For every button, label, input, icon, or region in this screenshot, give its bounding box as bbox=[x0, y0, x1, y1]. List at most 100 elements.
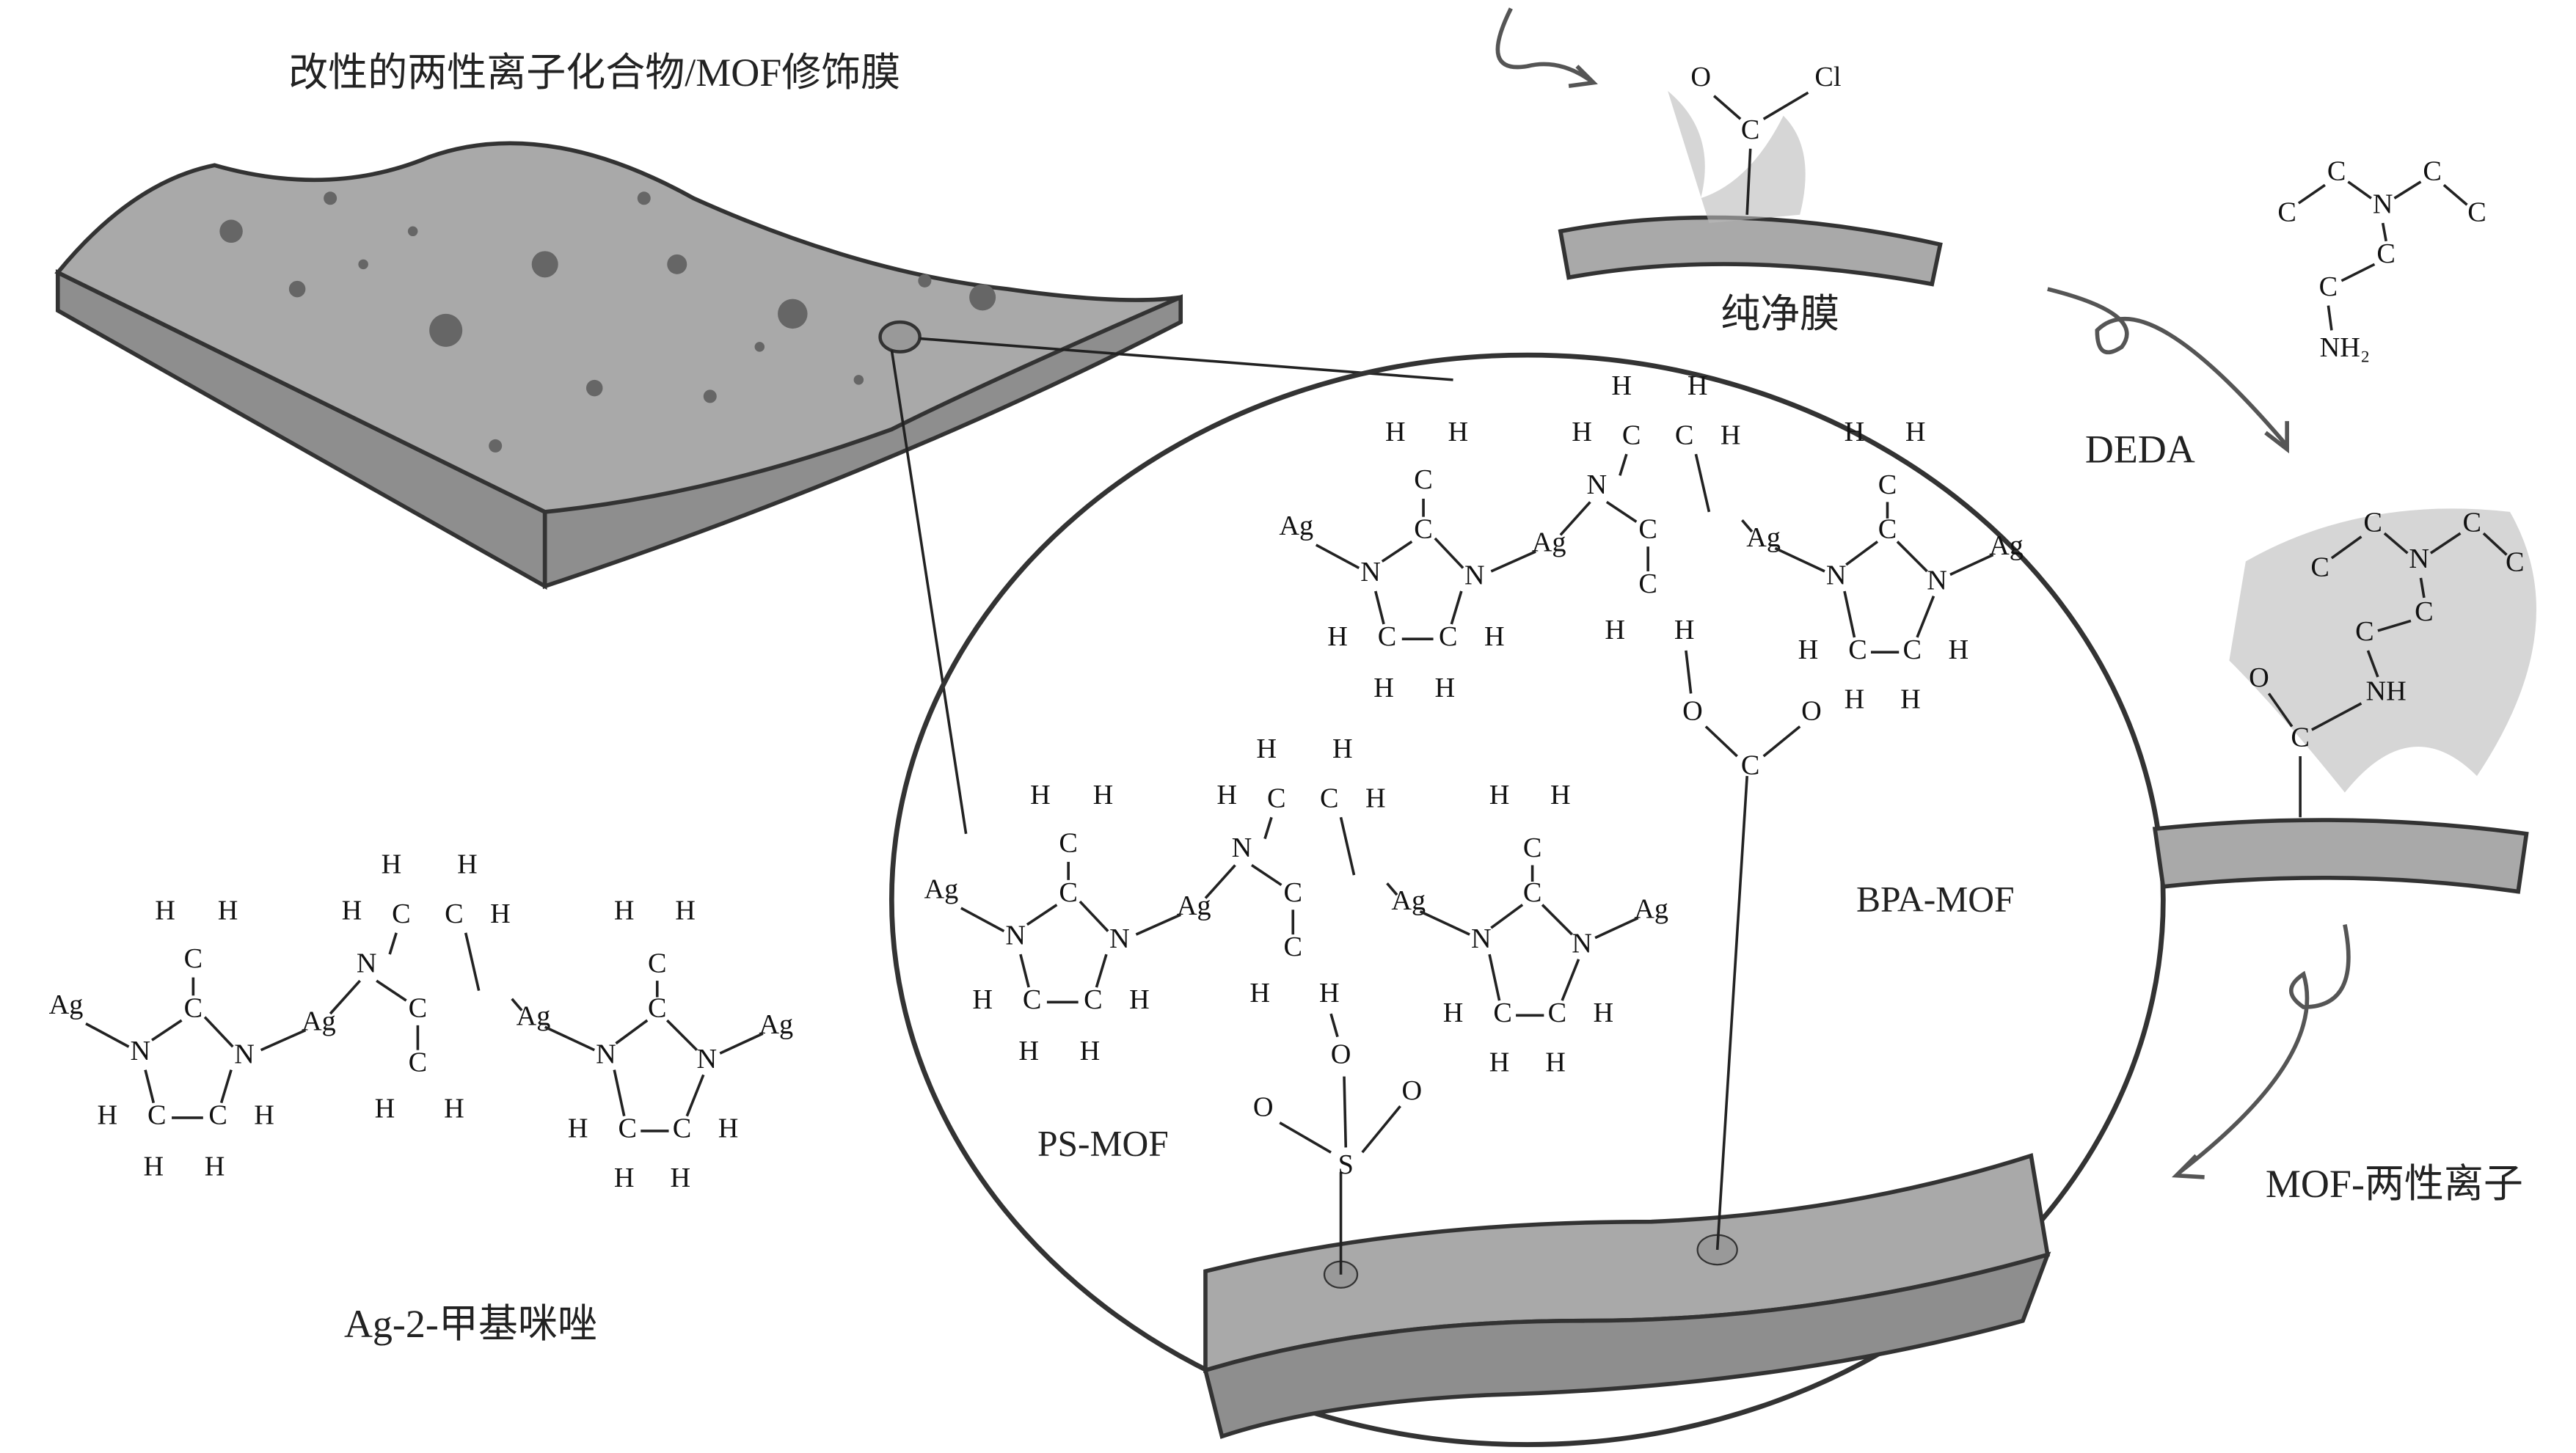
bond bbox=[613, 1069, 626, 1117]
bond bbox=[2297, 183, 2326, 205]
pristine-membrane-illustration bbox=[1558, 91, 1943, 287]
atom-c: C bbox=[184, 992, 203, 1023]
bond bbox=[1419, 910, 1470, 936]
atom-o: O bbox=[1253, 1091, 1274, 1122]
bond bbox=[1541, 904, 1573, 936]
atom-c: C bbox=[2506, 547, 2525, 578]
bond bbox=[1315, 543, 1360, 570]
atom-h: H bbox=[375, 1094, 395, 1124]
deda-label: DEDA bbox=[2085, 427, 2195, 471]
atom-nh: NH bbox=[2366, 676, 2407, 706]
atom-h: H bbox=[1594, 998, 1614, 1028]
magnified-view-circle bbox=[889, 352, 2166, 1447]
bond bbox=[260, 1028, 307, 1052]
atom-h: H bbox=[1443, 998, 1464, 1028]
ps-mof-label: PS-MOF bbox=[1037, 1124, 1169, 1164]
atom-h: H bbox=[1080, 1036, 1101, 1066]
atom-h: H bbox=[1373, 673, 1394, 703]
bond bbox=[2377, 619, 2412, 632]
bond bbox=[1019, 954, 1030, 988]
atom-o: O bbox=[2249, 662, 2269, 693]
pore-dot bbox=[358, 259, 368, 270]
bond bbox=[960, 907, 1005, 933]
atom-c: C bbox=[2277, 197, 2296, 228]
atom-c: C bbox=[1084, 984, 1103, 1015]
modified-membrane-label: 改性的两性离子化合物/MOF修饰膜 bbox=[288, 51, 900, 95]
bond bbox=[1916, 596, 1935, 638]
bond bbox=[665, 1019, 698, 1051]
bond bbox=[329, 979, 361, 1015]
atom-s: S bbox=[1338, 1149, 1354, 1180]
atom-c: C bbox=[1638, 568, 1657, 599]
atom-n: N bbox=[1587, 469, 1608, 500]
atom-c: C bbox=[1493, 998, 1512, 1028]
bond bbox=[2419, 577, 2426, 599]
bond bbox=[1845, 540, 1879, 566]
atom-ag: Ag bbox=[1989, 530, 2024, 561]
atom-h: H bbox=[1572, 417, 1592, 447]
bond bbox=[85, 1022, 130, 1048]
atom-n: N bbox=[1232, 832, 1252, 863]
atom-ag: Ag bbox=[302, 1006, 336, 1036]
atom-c: C bbox=[184, 943, 203, 974]
bond bbox=[1343, 1076, 1348, 1148]
atom-c: C bbox=[648, 948, 667, 979]
atom-h: H bbox=[1674, 615, 1695, 645]
pore-dot bbox=[324, 191, 337, 205]
bond bbox=[1762, 91, 1809, 120]
atom-h: H bbox=[1605, 615, 1625, 645]
atom-n: N bbox=[1360, 557, 1381, 588]
atom-n: N bbox=[1005, 920, 1026, 951]
atom-ag: Ag bbox=[924, 874, 958, 904]
atom-c: C bbox=[2462, 508, 2481, 538]
bond bbox=[1386, 882, 1398, 896]
atom-c: C bbox=[1439, 621, 1458, 652]
bond bbox=[2381, 222, 2387, 242]
atom-h: H bbox=[143, 1151, 164, 1182]
bond bbox=[1263, 816, 1273, 840]
bond bbox=[1741, 519, 1754, 533]
atom-h: H bbox=[614, 1163, 635, 1193]
atom-h: H bbox=[342, 896, 362, 926]
bond bbox=[1594, 916, 1639, 940]
bond bbox=[2340, 263, 2376, 282]
atom-ag: Ag bbox=[1279, 510, 1313, 541]
atom-h: H bbox=[1489, 780, 1510, 810]
atom-ag: Ag bbox=[1746, 522, 1781, 553]
pore-dot bbox=[429, 313, 463, 347]
atom-n: N bbox=[2373, 189, 2393, 219]
bond bbox=[464, 932, 481, 992]
bond bbox=[2442, 183, 2468, 206]
atom-h: H bbox=[1905, 417, 1926, 447]
atom-n: N bbox=[234, 1039, 255, 1069]
atom-h: H bbox=[1845, 684, 1865, 715]
atom-n: N bbox=[1927, 565, 1947, 596]
pore-dot bbox=[585, 379, 603, 397]
atom-o: O bbox=[1401, 1075, 1422, 1106]
atom-o: O bbox=[1801, 695, 1822, 726]
atom-c: C bbox=[1741, 750, 1760, 781]
atom-c: C bbox=[2310, 552, 2329, 582]
bond bbox=[2311, 702, 2362, 731]
bond bbox=[1605, 500, 1638, 523]
atom-c: C bbox=[1320, 783, 1339, 814]
atom-h: H bbox=[1798, 634, 1819, 665]
atom-h: H bbox=[254, 1100, 274, 1131]
atom-n: N bbox=[1572, 929, 1592, 959]
bond bbox=[1488, 954, 1501, 1001]
atom-n: N bbox=[357, 948, 377, 979]
atom-c: C bbox=[208, 1100, 227, 1131]
atom-c: C bbox=[1548, 998, 1567, 1028]
bond bbox=[1843, 590, 1856, 638]
inner-membrane bbox=[1203, 1153, 2051, 1439]
atom-c: C bbox=[1741, 114, 1760, 145]
bond bbox=[2383, 532, 2409, 555]
zwitterion-membrane-illustration bbox=[2152, 508, 2536, 894]
atom-h: H bbox=[1489, 1047, 1510, 1078]
bond bbox=[1450, 590, 1463, 625]
atom-c: C bbox=[409, 992, 428, 1023]
atom-c: C bbox=[1414, 514, 1433, 545]
pore-dot bbox=[969, 284, 996, 311]
pore-dot bbox=[703, 389, 717, 403]
atom-h: H bbox=[490, 898, 511, 929]
